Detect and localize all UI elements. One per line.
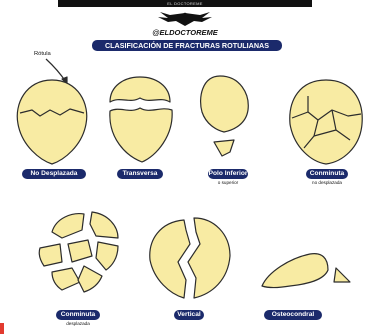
sublabel-conminuta-no-desplazada: no desplazada xyxy=(300,180,354,185)
label-transversa: Transversa xyxy=(117,169,163,179)
patella-no-desplazada xyxy=(17,80,87,164)
label-polo-inferior: Polo Inferior xyxy=(208,169,248,179)
label-no-desplazada: No Desplazada xyxy=(22,169,86,179)
label-vertical: Vertical xyxy=(174,310,204,320)
patella-conminuta-desplazada xyxy=(39,212,118,292)
label-conminuta-desplazada: Conminuta xyxy=(56,310,100,320)
sublabel-polo-inferior: o superior xyxy=(208,180,248,185)
label-conminuta-no-desplazada: Conminuta xyxy=(306,169,348,179)
patella-osteocondral xyxy=(262,254,350,288)
patella-polo-inferior xyxy=(201,76,249,156)
patella-transversa xyxy=(110,77,172,162)
patella-conminuta-no-desplazada xyxy=(290,80,362,164)
label-osteocondral: Osteocondral xyxy=(264,310,322,320)
corner-accent xyxy=(0,323,4,334)
patella-vertical xyxy=(150,218,230,298)
sublabel-conminuta-desplazada: desplazada xyxy=(56,321,100,326)
